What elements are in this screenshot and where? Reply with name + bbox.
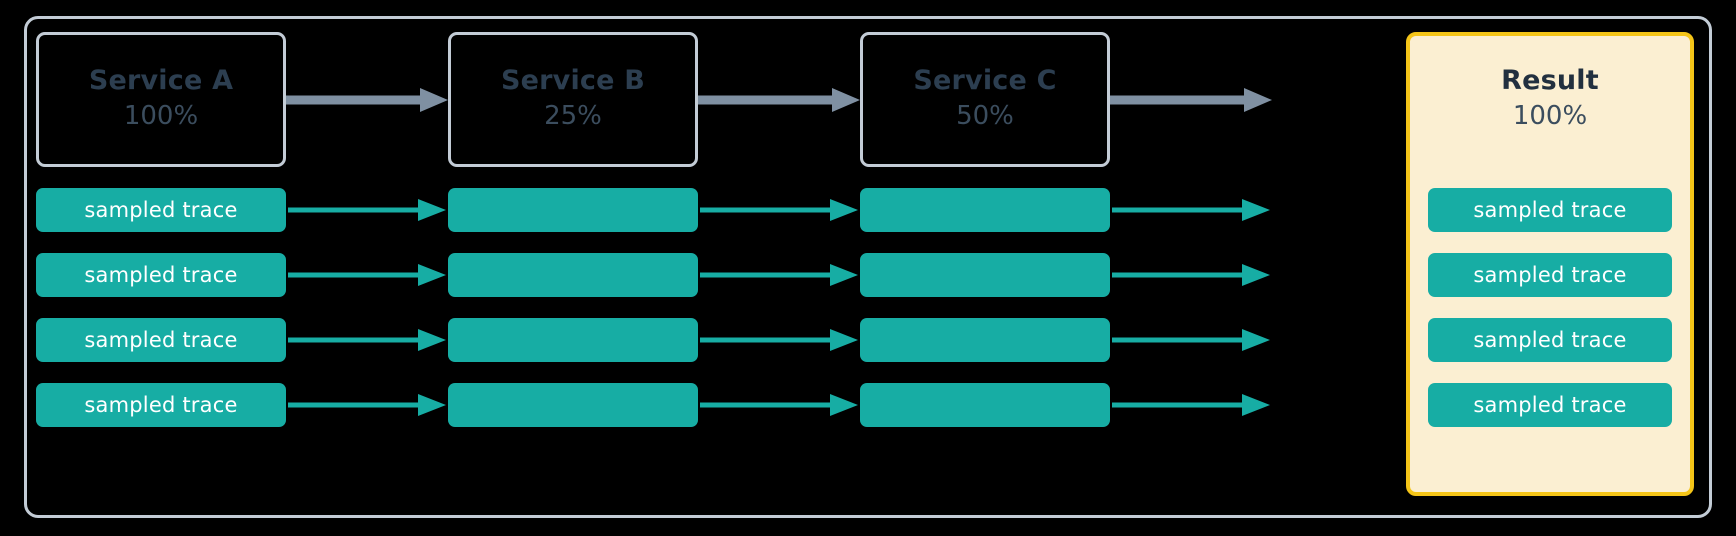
flow-arrow-teal-row1-b-to-c [700,199,858,221]
flow-arrow-gray-b-to-c [698,88,860,112]
service-b-percent: 25% [544,101,602,132]
flow-arrow-teal-row2-b-to-c [700,264,858,286]
trace-bar-row4-service-b[interactable] [448,383,698,427]
flow-arrow-teal-row1-a-to-b [288,199,446,221]
service-c-title: Service C [913,65,1057,97]
flow-arrow-teal-row4-a-to-b [288,394,446,416]
service-box-service-c[interactable]: Service C 50% [860,32,1110,167]
trace-bar-row2-service-b[interactable] [448,253,698,297]
flow-arrow-teal-row4-c-to-result [1112,394,1270,416]
trace-bar-label: sampled trace [1473,198,1627,222]
trace-bar-row1-result[interactable]: sampled trace [1428,188,1672,232]
trace-bar-label: sampled trace [1473,328,1627,352]
flow-arrow-teal-row4-b-to-c [700,394,858,416]
trace-bar-row3-service-b[interactable] [448,318,698,362]
trace-bar-label: sampled trace [1473,393,1627,417]
trace-bar-row2-service-c[interactable] [860,253,1110,297]
flow-arrow-gray-a-to-b [286,88,448,112]
flow-arrow-teal-row1-c-to-result [1112,199,1270,221]
service-box-service-b[interactable]: Service B 25% [448,32,698,167]
trace-bar-row4-result[interactable]: sampled trace [1428,383,1672,427]
trace-bar-row1-service-c[interactable] [860,188,1110,232]
result-title: Result [1501,65,1599,97]
trace-bar-row4-service-c[interactable] [860,383,1110,427]
flow-arrow-teal-row3-b-to-c [700,329,858,351]
trace-bar-row3-service-a[interactable]: sampled trace [36,318,286,362]
trace-bar-row1-service-a[interactable]: sampled trace [36,188,286,232]
trace-bar-label: sampled trace [84,263,238,287]
flow-arrow-teal-row2-a-to-b [288,264,446,286]
service-box-result[interactable]: Result 100% [1406,32,1694,167]
trace-bar-row4-service-a[interactable]: sampled trace [36,383,286,427]
service-a-percent: 100% [123,101,199,132]
service-box-service-a[interactable]: Service A 100% [36,32,286,167]
trace-bar-label: sampled trace [84,198,238,222]
trace-bar-row2-service-a[interactable]: sampled trace [36,253,286,297]
result-percent: 100% [1512,101,1588,132]
trace-bar-label: sampled trace [84,328,238,352]
flow-arrow-teal-row2-c-to-result [1112,264,1270,286]
trace-bar-row3-result[interactable]: sampled trace [1428,318,1672,362]
trace-bar-label: sampled trace [1473,263,1627,287]
service-c-percent: 50% [956,101,1014,132]
diagram-frame [24,16,1712,518]
flow-arrow-teal-row3-c-to-result [1112,329,1270,351]
trace-bar-row3-service-c[interactable] [860,318,1110,362]
service-b-title: Service B [500,65,646,97]
trace-bar-row2-result[interactable]: sampled trace [1428,253,1672,297]
flow-arrow-gray-c-to-result [1110,88,1272,112]
flow-arrow-teal-row3-a-to-b [288,329,446,351]
service-a-title: Service A [88,65,234,97]
trace-bar-label: sampled trace [84,393,238,417]
trace-bar-row1-service-b[interactable] [448,188,698,232]
